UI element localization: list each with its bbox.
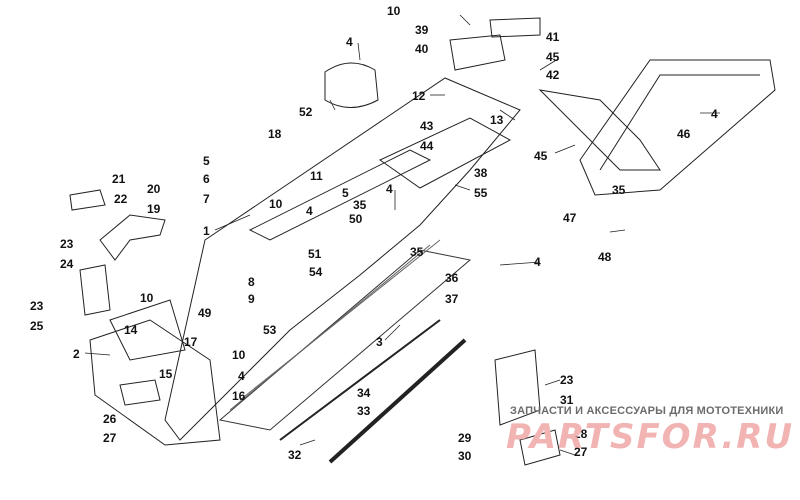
- long-bar: [328, 338, 467, 464]
- callout-10: 10: [387, 4, 401, 18]
- left-strap: [99, 214, 166, 261]
- callout-18: 18: [268, 127, 282, 141]
- callout-43: 43: [420, 119, 434, 133]
- hitch-rod: [279, 319, 441, 441]
- callout-14: 14: [124, 323, 138, 337]
- callout-4: 4: [306, 204, 313, 218]
- callout-27: 27: [574, 445, 588, 459]
- callout-47: 47: [563, 211, 577, 225]
- callout-45: 45: [546, 50, 560, 64]
- callout-52: 52: [299, 105, 313, 119]
- callout-42: 42: [546, 68, 560, 82]
- callout-16: 16: [232, 389, 246, 403]
- watermark-caption: ЗАПЧАСТИ И АКСЕССУАРЫ ДЛЯ МОТОТЕХНИКИ: [510, 405, 784, 417]
- callout-4: 4: [534, 255, 541, 269]
- callout-37: 37: [445, 292, 459, 306]
- callout-32: 32: [288, 448, 302, 462]
- callout-38: 38: [474, 166, 488, 180]
- callout-11: 11: [310, 169, 323, 183]
- callout-44: 44: [420, 139, 434, 153]
- callout-36: 36: [445, 271, 459, 285]
- callout-8: 8: [248, 275, 255, 289]
- callout-5: 5: [342, 186, 349, 200]
- seat-pad: [324, 62, 379, 108]
- callout-23: 23: [60, 237, 74, 251]
- lower-side-panel: [89, 319, 221, 446]
- callout-39: 39: [415, 23, 429, 37]
- callout-46: 46: [677, 127, 691, 141]
- callout-4: 4: [386, 182, 393, 196]
- callout-23: 23: [560, 373, 574, 387]
- callout-23: 23: [30, 299, 44, 313]
- callout-29: 29: [458, 431, 472, 445]
- snow-flap: [538, 89, 661, 171]
- callout-5: 5: [203, 154, 210, 168]
- left-cap: [69, 189, 106, 211]
- tunnel-top-panel: [379, 117, 512, 189]
- callout-15: 15: [159, 367, 173, 381]
- callout-10: 10: [232, 348, 246, 362]
- callout-12: 12: [412, 89, 426, 103]
- watermark-logo: PARTSFOR.RU: [506, 417, 795, 457]
- callout-26: 26: [103, 412, 117, 426]
- callout-2: 2: [73, 347, 80, 361]
- callout-41: 41: [546, 30, 560, 44]
- callout-35: 35: [410, 245, 424, 259]
- callout-31: 31: [560, 393, 574, 407]
- left-guard: [79, 264, 111, 316]
- callout-22: 22: [114, 192, 128, 206]
- callout-30: 30: [458, 449, 472, 463]
- rear-bumper: [579, 59, 776, 196]
- tunnel-outline: [164, 77, 521, 441]
- side-rail: [218, 249, 472, 431]
- callout-51: 51: [308, 247, 322, 261]
- callout-3: 3: [376, 335, 383, 349]
- callout-55: 55: [474, 186, 488, 200]
- callout-17: 17: [184, 335, 198, 349]
- callout-21: 21: [112, 172, 126, 186]
- callout-35: 35: [353, 198, 367, 212]
- callout-24: 24: [60, 257, 74, 271]
- callout-9: 9: [248, 292, 255, 306]
- callout-10: 10: [140, 291, 154, 305]
- callout-7: 7: [203, 192, 210, 206]
- callout-25: 25: [30, 319, 44, 333]
- callout-4: 4: [711, 107, 718, 121]
- callout-34: 34: [357, 386, 371, 400]
- top-bracket: [449, 34, 506, 71]
- callout-35: 35: [612, 183, 626, 197]
- callout-27: 27: [103, 431, 117, 445]
- callout-4: 4: [346, 35, 353, 49]
- callout-33: 33: [357, 404, 371, 418]
- callout-13: 13: [490, 113, 504, 127]
- callout-28: 28: [574, 427, 588, 441]
- callout-49: 49: [198, 306, 212, 320]
- bottom-pad: [119, 379, 161, 406]
- callout-4: 4: [238, 369, 245, 383]
- callout-45: 45: [534, 149, 548, 163]
- callout-50: 50: [349, 212, 363, 226]
- callout-48: 48: [598, 250, 612, 264]
- callout-54: 54: [309, 265, 323, 279]
- callout-1: 1: [203, 224, 210, 238]
- callout-19: 19: [147, 202, 161, 216]
- callout-10: 10: [269, 197, 283, 211]
- footrest: [494, 349, 541, 426]
- callout-6: 6: [203, 172, 210, 186]
- callout-20: 20: [147, 182, 161, 196]
- callout-53: 53: [263, 323, 277, 337]
- callout-40: 40: [415, 42, 429, 56]
- front-bracket: [109, 299, 186, 361]
